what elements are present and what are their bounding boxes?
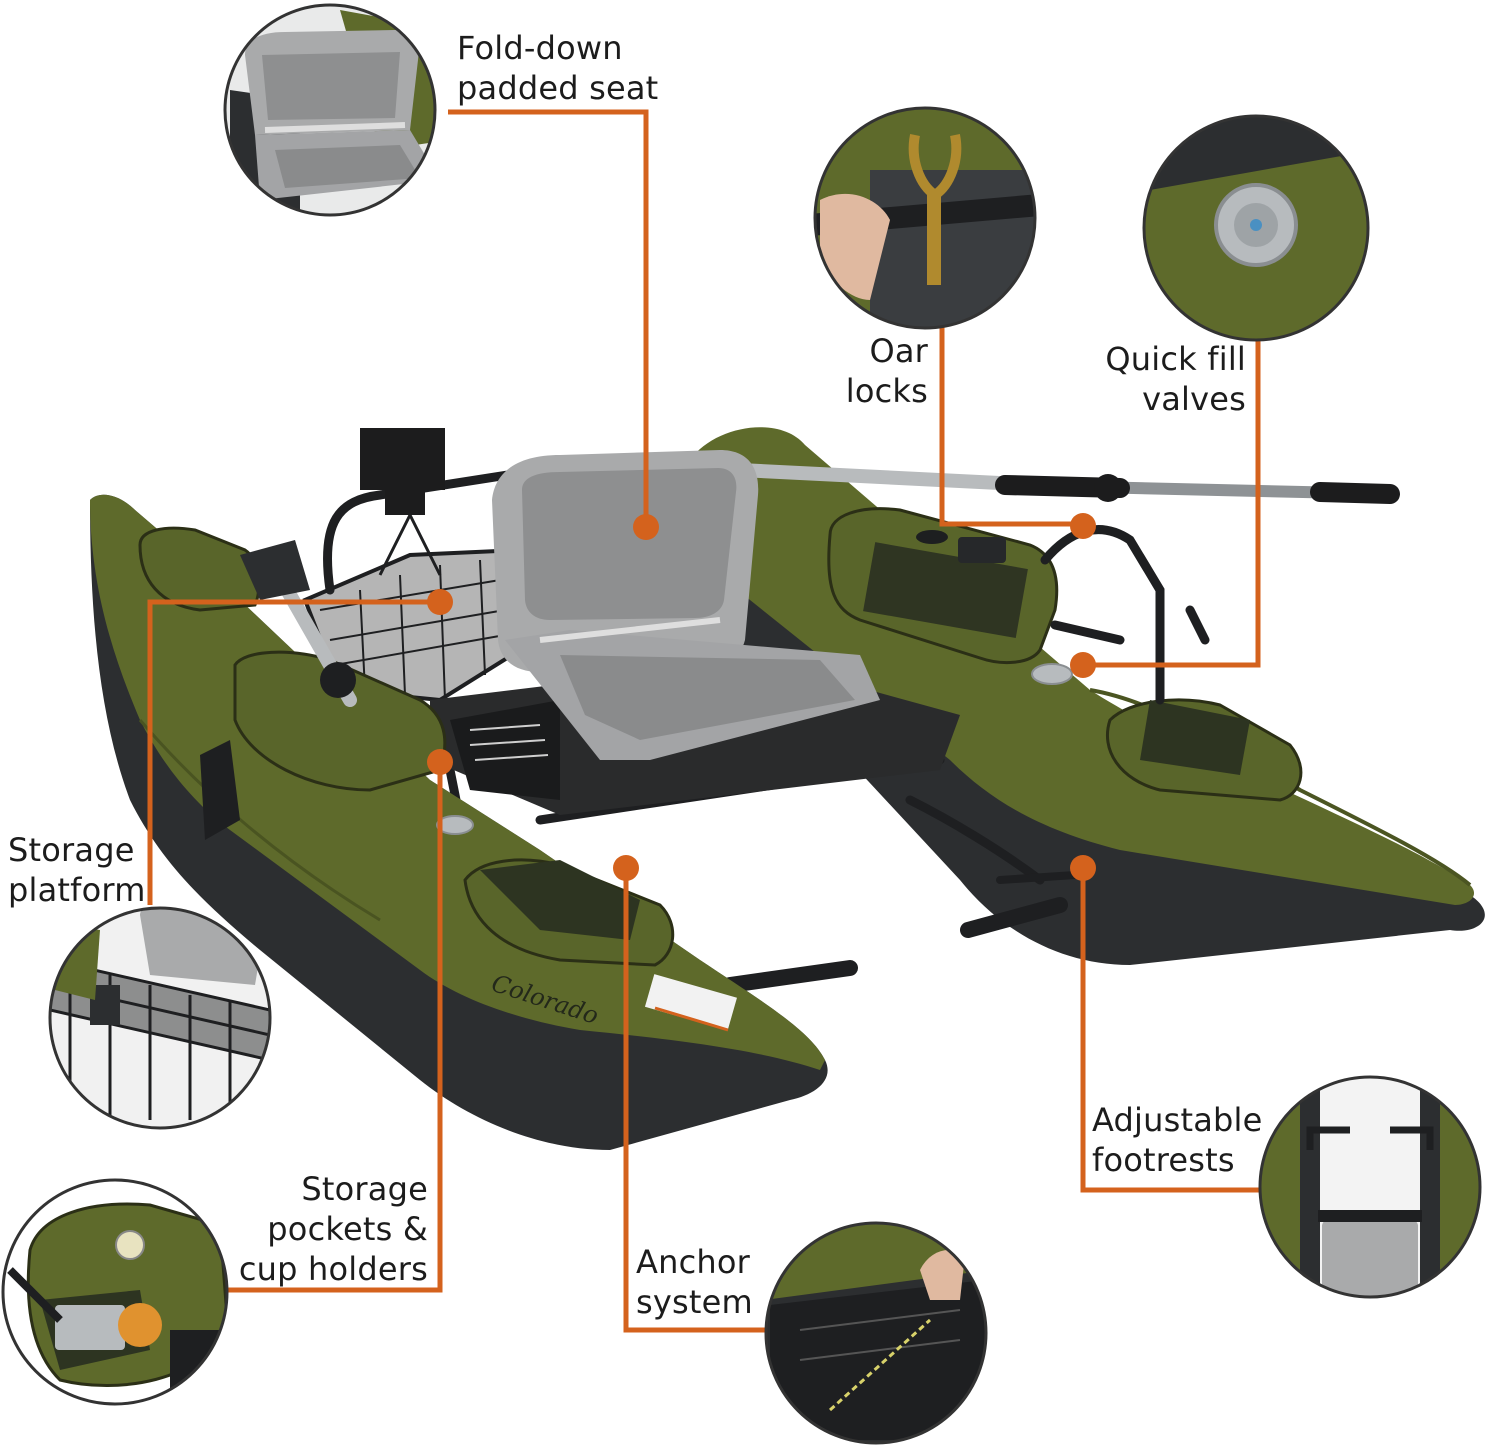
motor-mount xyxy=(360,428,445,576)
oar-lock-detail-circle xyxy=(813,106,1037,330)
storage-platform-callout-line xyxy=(147,599,440,905)
storage-pockets-detail-circle xyxy=(1,1178,229,1406)
footrest-bars xyxy=(722,871,1079,993)
seat-callout-line xyxy=(448,109,649,525)
storage-platform-dot xyxy=(427,589,453,615)
seat-label: Fold-down padded seat xyxy=(457,29,659,107)
oar-lock-callout-line xyxy=(939,325,1082,527)
callout-dots xyxy=(427,513,1096,881)
left-oar xyxy=(240,540,357,707)
fill-valve-callout-line xyxy=(1083,330,1261,668)
fold-down-seat xyxy=(492,450,880,760)
anchor-dot xyxy=(613,855,639,881)
anchor-detail-circle xyxy=(764,1221,988,1445)
left-storage-bags xyxy=(138,526,675,967)
seat-dot xyxy=(633,514,659,540)
storage-platform-detail-circle xyxy=(48,906,272,1130)
boat-illustration: Colorado xyxy=(90,427,1485,1151)
anchor-callout-line xyxy=(623,870,768,1333)
storage-pockets-label: Storage pockets & cup holders xyxy=(238,1170,428,1288)
footrests-detail-circle xyxy=(1258,1075,1482,1299)
storage-pockets-callout-line xyxy=(228,762,443,1293)
footrests-dot xyxy=(1070,855,1096,881)
storage-pockets-dot xyxy=(427,749,453,775)
fill-valve-dot xyxy=(1070,652,1096,678)
fill-valve-detail-circle xyxy=(1142,114,1370,342)
oar-locks-label: Oar locks xyxy=(845,332,928,410)
callout-lines xyxy=(147,109,1262,1333)
oar xyxy=(733,463,1400,504)
right-storage-bag xyxy=(827,507,1303,802)
footrests-label: Adjustable footrests xyxy=(1092,1101,1263,1179)
seat-detail-circle xyxy=(223,3,437,217)
fill-valves-label: Quick fill valves xyxy=(1105,340,1246,418)
oar-lock-dot xyxy=(1070,513,1096,539)
anchor-label: Anchor system xyxy=(636,1243,753,1321)
storage-platform-label: Storage platform xyxy=(8,831,146,909)
footrests-callout-line xyxy=(1080,870,1262,1193)
